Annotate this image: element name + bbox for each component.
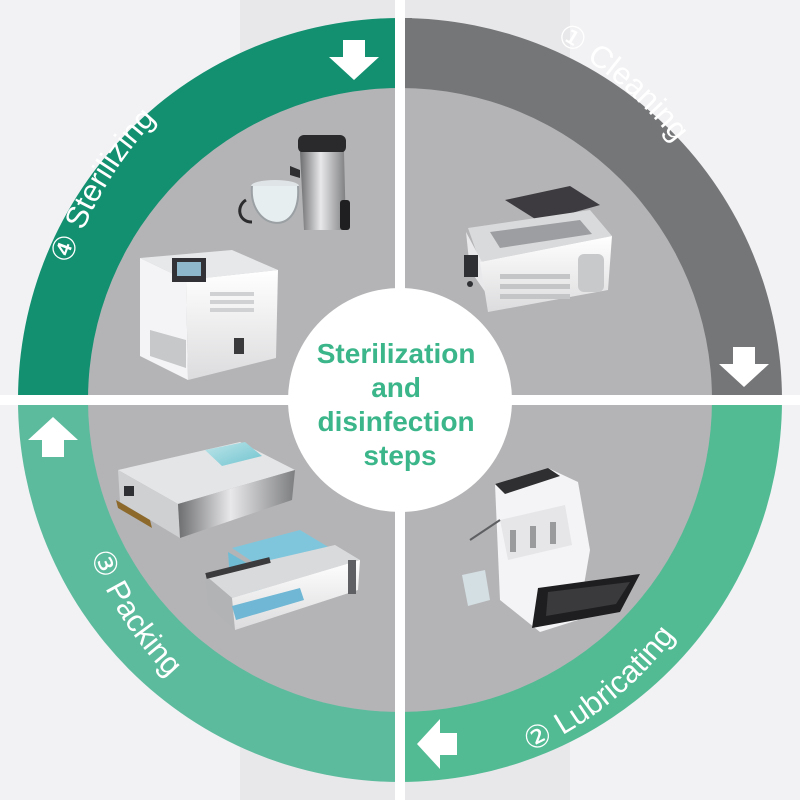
center-title: Sterilization and disinfection steps [317,338,483,471]
down-arrow-icon [719,347,769,387]
center-circle [288,288,512,512]
ultrasonic-cleaner-image [464,186,612,312]
left-arrow-icon [417,719,457,769]
autoclave-image [140,250,278,380]
center-title-line-2: and [371,372,421,403]
manual-sealing-machine-image [205,530,360,630]
center-title-line-1: Sterilization [317,338,476,369]
heat-sealing-machine-image [116,442,295,538]
down-arrow-icon [329,40,379,80]
water-distiller-image [238,135,350,230]
lubrication-machine-image [462,468,640,632]
center-title-line-4: steps [363,440,436,471]
center-title-line-3: disinfection [318,406,475,437]
up-arrow-icon [28,417,78,457]
